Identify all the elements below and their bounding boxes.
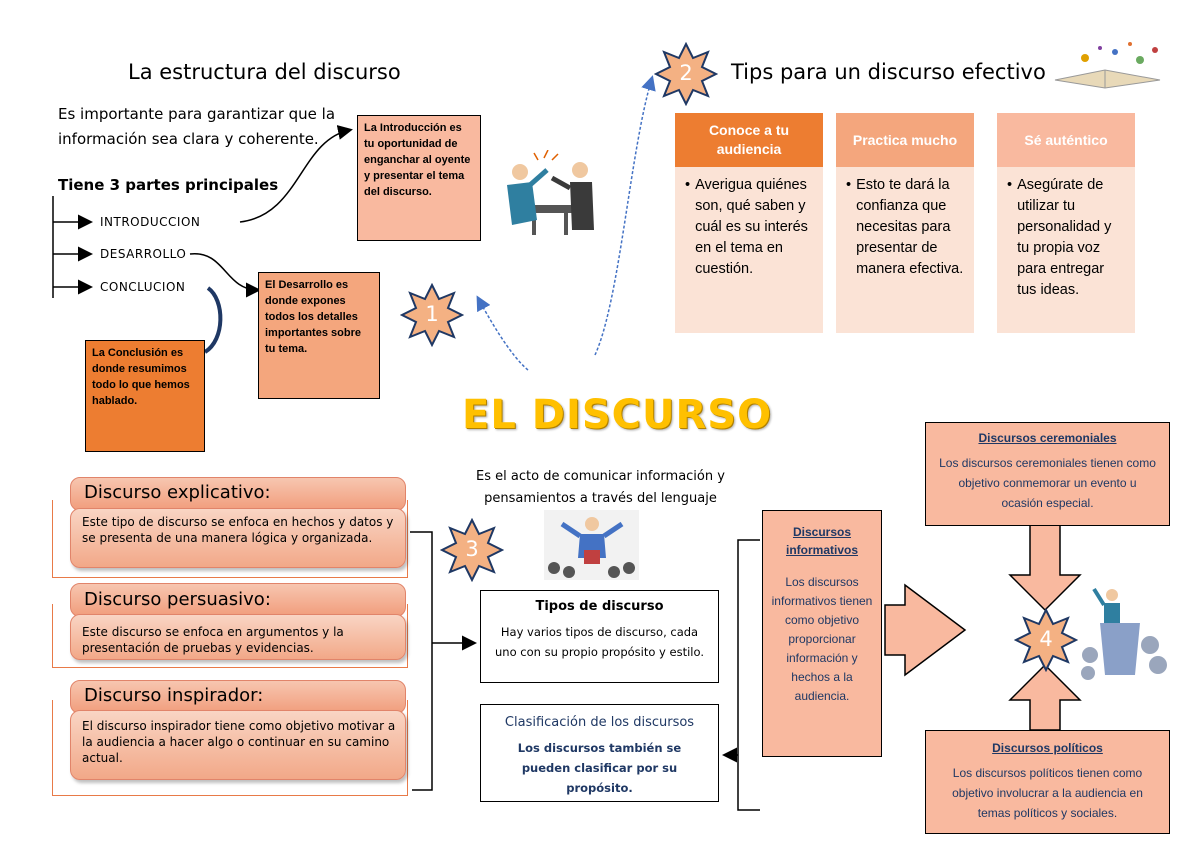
- tip-1-head: Conoce a tu audiencia: [675, 113, 823, 167]
- pill-persuasivo-title: Discurso persuasivo:: [84, 589, 271, 610]
- tip-2-body: Esto te dará la confianza que necesitas …: [856, 177, 964, 277]
- pill-inspirador-box: [70, 710, 406, 780]
- clasificacion-box: Clasificación de los discursos Los discu…: [480, 704, 719, 802]
- arrow-to-4-right: [884, 583, 967, 677]
- informativos-box: Discursos informativos Los discursos inf…: [762, 510, 882, 757]
- parts-title: Tiene 3 partes principales: [58, 176, 279, 194]
- informativos-title: Discursos informativos: [785, 525, 858, 557]
- tipos-discurso-body: Hay varios tipos de discurso, cada uno c…: [495, 625, 704, 659]
- ceremoniales-box: Discursos ceremoniales Los discursos cer…: [925, 422, 1170, 526]
- structure-intro-line2: información sea clara y coherente.: [58, 130, 319, 148]
- tip-column-2: Practica mucho •Esto te dará la confianz…: [836, 113, 974, 333]
- ceremoniales-body: Los discursos ceremoniales tienen como o…: [939, 456, 1156, 510]
- politicos-title: Discursos políticos: [992, 741, 1103, 755]
- tip-2-head: Practica mucho: [836, 113, 974, 167]
- part-conclusion: CONCLUCION: [100, 280, 186, 294]
- pill-persuasivo-body: Este discurso se enfoca en argumentos y …: [82, 625, 344, 655]
- structure-intro-line1: Es importante para garantizar que la: [58, 105, 336, 123]
- pill-persuasivo-head: [70, 583, 406, 617]
- tipos-discurso-box: Tipos de discurso Hay varios tipos de di…: [480, 590, 719, 683]
- meeting-people-illustration: [507, 150, 594, 235]
- star-4-badge: [1014, 608, 1078, 672]
- politicos-box: Discursos políticos Los discursos políti…: [925, 730, 1170, 834]
- pill-inspirador-title: Discurso inspirador:: [84, 685, 264, 706]
- pill-explicativo-head: [70, 477, 406, 511]
- conclusion-box: La Conclusión es donde resumimos todo lo…: [85, 340, 205, 452]
- pill-persuasivo-box: [70, 614, 406, 660]
- desarrollo-box: El Desarrollo es donde expones todos los…: [258, 272, 380, 399]
- pill-explicativo-title: Discurso explicativo:: [84, 482, 271, 503]
- structure-title: La estructura del discurso: [128, 60, 401, 84]
- tip-1-body: Averigua quiénes son, qué saben y cuál e…: [695, 177, 808, 277]
- book-illustration: [1054, 42, 1161, 89]
- main-title: EL DISCURSO: [462, 392, 773, 438]
- part-introduccion: INTRODUCCION: [100, 215, 201, 229]
- podium-illustration: [1081, 587, 1167, 680]
- politicos-body: Los discursos políticos tienen como obje…: [952, 766, 1143, 820]
- tip-column-3: Sé auténtico •Asegúrate de utilizar tu p…: [997, 113, 1135, 333]
- pill-explicativo-body: Este tipo de discurso se enfoca en hecho…: [82, 515, 394, 545]
- tip-3-head: Sé auténtico: [997, 113, 1135, 167]
- star-3-badge: [440, 518, 504, 582]
- star-1-number: 1: [425, 302, 439, 326]
- introduccion-box: La Introducción es tu oportunidad de eng…: [357, 115, 481, 241]
- star-2-number: 2: [679, 61, 693, 85]
- clasificacion-body: Los discursos también se pueden clasific…: [517, 741, 682, 795]
- tip-3-body: Asegúrate de utilizar tu personalidad y …: [1017, 177, 1112, 298]
- star-4-number: 4: [1039, 627, 1053, 651]
- tip-column-1: Conoce a tu audiencia •Averigua quiénes …: [675, 113, 823, 333]
- speaker-illustration: [544, 510, 639, 580]
- informativos-body: Los discursos informativos tienen como o…: [771, 575, 873, 703]
- star-3-number: 3: [465, 537, 479, 561]
- pill-explicativo-box: [70, 508, 406, 568]
- part-desarrollo: DESARROLLO: [100, 247, 187, 261]
- arrow-to-4-up: [1008, 663, 1082, 731]
- star-1-badge: [400, 283, 464, 347]
- ceremoniales-title: Discursos ceremoniales: [978, 431, 1117, 445]
- star-2-badge: [654, 42, 718, 106]
- pill-inspirador-body: El discurso inspirador tiene como objeti…: [82, 719, 396, 765]
- tips-title: Tips para un discurso efectivo: [731, 60, 1046, 84]
- pill-inspirador-head: [70, 680, 406, 714]
- arrow-to-4-down: [1008, 524, 1082, 612]
- clasificacion-title: Clasificación de los discursos: [504, 715, 695, 730]
- tipos-discurso-title: Tipos de discurso: [535, 599, 664, 614]
